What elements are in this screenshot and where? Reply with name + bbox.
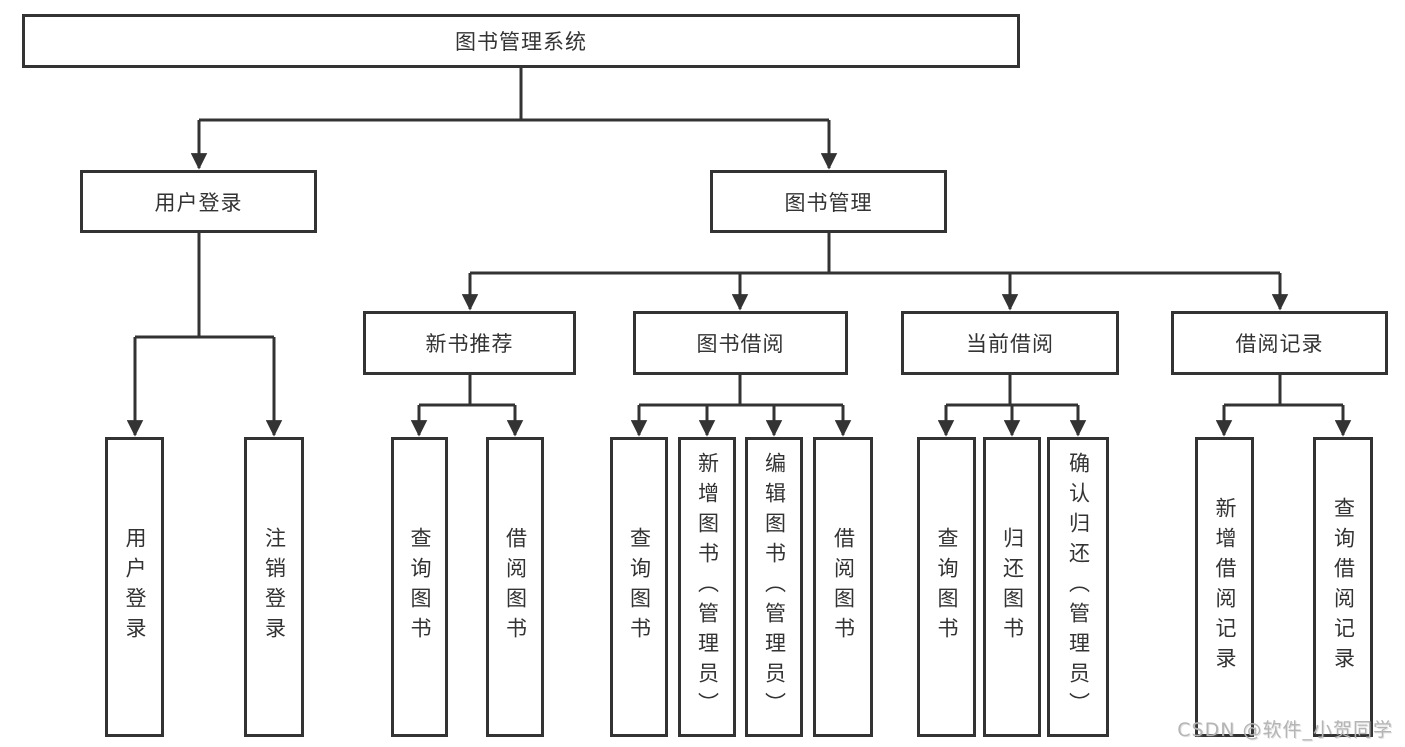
- connector-record-bus: [1224, 375, 1343, 407]
- leaf-recommend-query-book-label: 查询图书: [408, 527, 432, 647]
- connector-root-bus: [199, 68, 829, 122]
- leaf-user-login-label: 用户登录: [123, 527, 147, 647]
- leaf-logout-label: 注销登录: [262, 527, 287, 647]
- node-current-borrow-label: 当前借阅: [966, 332, 1054, 356]
- csdn-watermark: CSDN @软件_小贺同学: [1177, 719, 1393, 741]
- leaf-logout: 注销登录: [244, 437, 304, 737]
- leaf-record-query-record-label: 查询借阅记录: [1331, 497, 1356, 677]
- leaf-recommend-query-book: 查询图书: [391, 437, 448, 737]
- leaf-record-add-record: 新增借阅记录: [1195, 437, 1254, 737]
- node-book-borrow: 图书借阅: [633, 311, 848, 375]
- leaf-current-confirm-return-label: 确认归还（管理员）: [1066, 452, 1091, 722]
- node-borrow-record-label: 借阅记录: [1235, 332, 1324, 356]
- leaf-borrow-borrow-book-label: 借阅图书: [831, 527, 856, 647]
- node-book-borrow-label: 图书借阅: [696, 332, 785, 356]
- leaf-current-return-book-label: 归还图书: [1000, 527, 1025, 647]
- leaf-current-return-book: 归还图书: [983, 437, 1041, 737]
- leaf-record-query-record: 查询借阅记录: [1313, 437, 1373, 737]
- leaf-recommend-borrow-book: 借阅图书: [486, 437, 544, 737]
- node-root-label: 图书管理系统: [455, 30, 587, 54]
- leaf-borrow-query-book: 查询图书: [610, 437, 668, 737]
- node-root: 图书管理系统: [22, 14, 1020, 68]
- connector-current-bus: [946, 375, 1078, 407]
- node-book-management-label: 图书管理: [784, 190, 873, 215]
- leaf-current-query-book: 查询图书: [917, 437, 976, 737]
- node-current-borrow: 当前借阅: [901, 311, 1119, 375]
- node-user-login: 用户登录: [80, 170, 317, 233]
- node-new-book-recommend: 新书推荐: [363, 311, 576, 375]
- leaf-record-add-record-label: 新增借阅记录: [1213, 497, 1237, 677]
- connector-login-bus: [135, 233, 274, 339]
- leaf-current-confirm-return: 确认归还（管理员）: [1047, 437, 1109, 737]
- leaf-borrow-query-book-label: 查询图书: [627, 527, 652, 647]
- leaf-borrow-edit-book: 编辑图书（管理员）: [745, 437, 803, 737]
- leaf-borrow-edit-book-label: 编辑图书（管理员）: [762, 452, 787, 722]
- leaf-borrow-add-book: 新增图书（管理员）: [678, 437, 736, 737]
- connector-borrow-bus: [639, 375, 843, 407]
- leaf-borrow-borrow-book: 借阅图书: [813, 437, 873, 737]
- node-book-management: 图书管理: [710, 170, 947, 233]
- leaf-user-login: 用户登录: [105, 437, 164, 737]
- leaf-current-query-book-label: 查询图书: [935, 527, 959, 647]
- leaf-borrow-add-book-label: 新增图书（管理员）: [695, 452, 720, 722]
- connector-recommend-bus: [419, 375, 515, 407]
- node-borrow-record: 借阅记录: [1171, 311, 1388, 375]
- node-user-login-label: 用户登录: [154, 190, 243, 215]
- connector-mgmt-bus: [470, 233, 1280, 275]
- node-new-book-recommend-label: 新书推荐: [425, 332, 514, 356]
- leaf-recommend-borrow-book-label: 借阅图书: [503, 527, 528, 647]
